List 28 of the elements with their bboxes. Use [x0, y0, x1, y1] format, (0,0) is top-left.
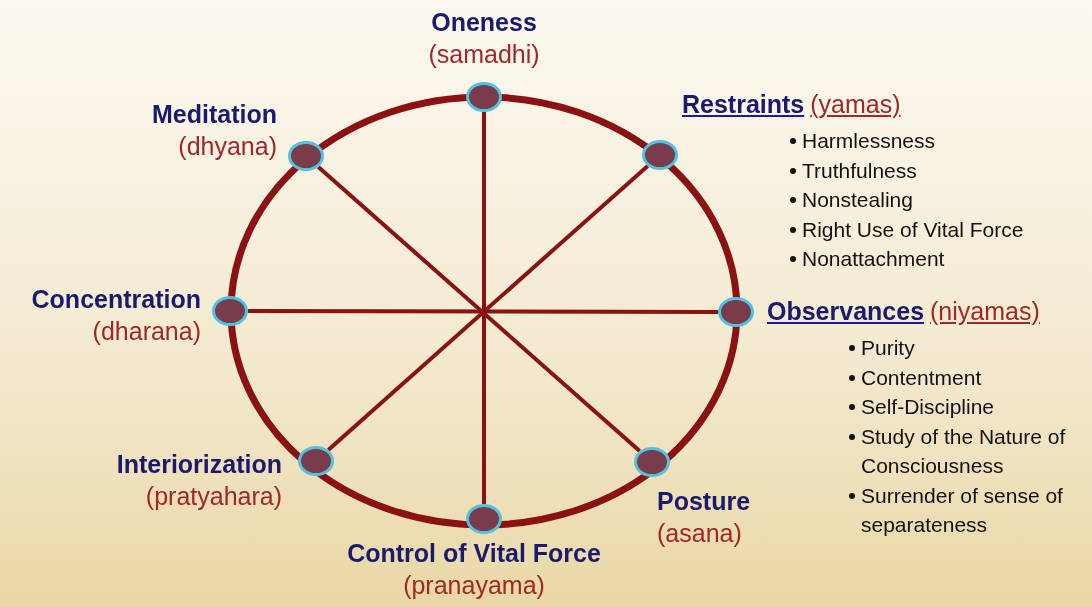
bullet-item: Nonattachment — [788, 244, 1024, 274]
limb-title: Concentration — [31, 284, 201, 315]
limb-title: Meditation — [152, 99, 277, 130]
spoke-line — [482, 112, 486, 504]
bullet-item: Truthfulness — [788, 155, 1024, 185]
limb-title: Observances — [767, 296, 925, 327]
sanskrit-term: (pranayama) — [402, 570, 546, 601]
limb-title: Oneness — [430, 7, 538, 38]
bullet-item: Nonstealing — [788, 185, 1024, 215]
limb-title: Control of Vital Force — [347, 538, 601, 569]
sanskrit-term: (dharana) — [91, 316, 201, 347]
sanskrit-term: (dhyana) — [177, 131, 277, 162]
bullet-item: Study of the Nature of Consciousness — [847, 421, 1087, 481]
bullet-item: Harmlessness — [788, 126, 1024, 156]
sanskrit-term: (niyamas) — [930, 296, 1040, 327]
sanskrit-term: (pratyahara) — [144, 481, 282, 512]
bullet-item: Self-Discipline — [847, 392, 1087, 422]
limb-title: Restraints — [682, 89, 805, 120]
bullet-item: Purity — [847, 333, 1087, 363]
spoke-line — [248, 309, 718, 314]
sanskrit-term: (samadhi) — [428, 39, 540, 70]
limb-title: Interiorization — [116, 449, 282, 480]
bullet-item: Right Use of Vital Force — [788, 214, 1024, 244]
limb-title: Posture — [657, 486, 751, 517]
bullet-item: Contentment — [847, 362, 1087, 392]
bullet-item: Surrender of sense of separateness — [847, 480, 1087, 540]
sanskrit-term: (asana) — [657, 518, 743, 549]
sanskrit-term: (yamas) — [810, 89, 901, 120]
